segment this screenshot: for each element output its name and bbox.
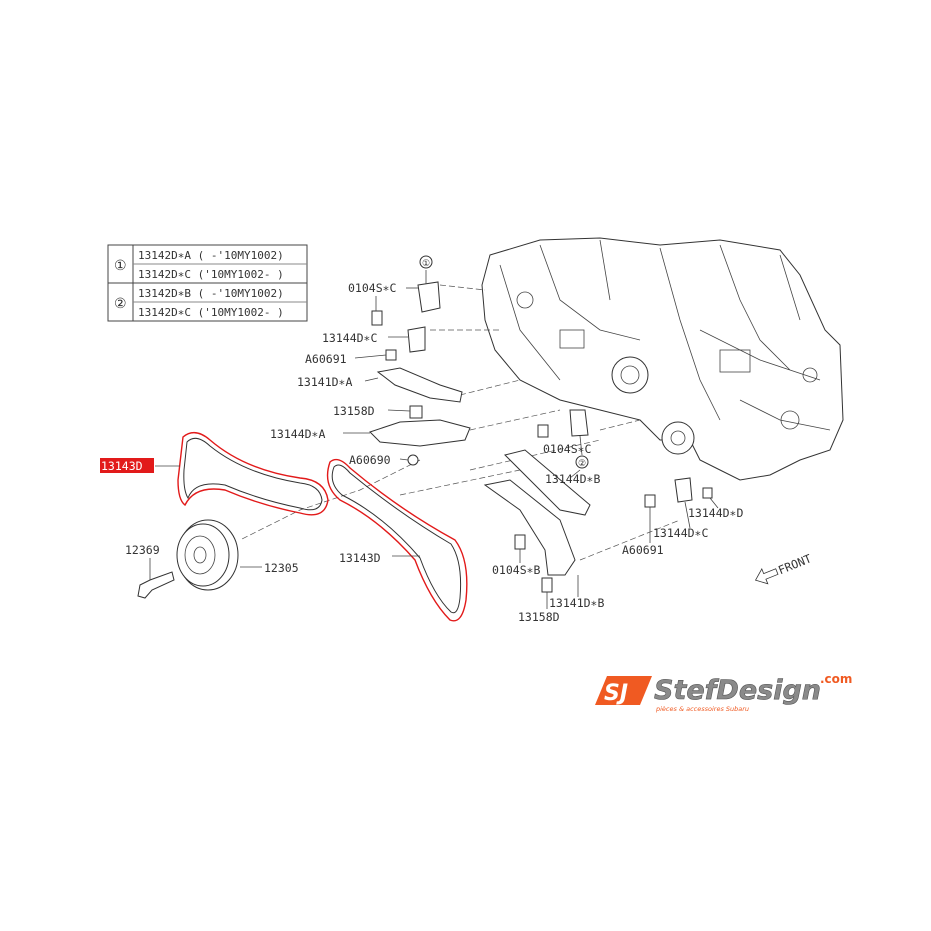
stefdesign-logo: SJ StefDesign .com pièces & accessoires … [595,672,852,713]
part-labels: 13143D 0104S∗C ① 13144D∗C A60691 13141D∗… [100,255,743,624]
svg-text:StefDesign: StefDesign [654,675,821,706]
svg-text:.com: .com [820,672,852,686]
label-13158d[interactable]: 13158D [333,404,375,418]
label-0104s-c-mid[interactable]: 0104S∗C [543,442,592,456]
chain-guide-a [369,419,471,447]
legend-item: 13142D∗C ('10MY1002- ) [138,306,284,319]
label-a60691[interactable]: A60691 [305,352,347,366]
label-13141d-a[interactable]: 13141D∗A [297,375,352,389]
label-13144d-c[interactable]: 13144D∗C [322,331,377,345]
legend-item: 13142D∗B ( -'10MY1002) [138,287,284,300]
bolt-icon [371,310,383,326]
label-0104s-c[interactable]: 0104S∗C [348,281,397,295]
legend-table: ① ② 13142D∗A ( -'10MY1002) 13142D∗C ('10… [107,244,308,322]
front-arrow: FRONT [754,551,813,585]
ref-1-marker: ① [422,259,430,269]
engine-block [481,237,844,481]
arrow-icon [754,568,779,585]
legend-item: 13142D∗A ( -'10MY1002) [138,249,284,262]
legend-item: 13142D∗C ('10MY1002- ) [138,268,284,281]
chain-guide-b [504,449,591,516]
tensioner-lever-a [376,367,463,403]
label-12305[interactable]: 12305 [264,561,299,575]
timing-chain-right [326,458,468,622]
svg-text:SJ: SJ [604,681,628,706]
svg-text:pièces & accessoires Subaru: pièces & accessoires Subaru [655,705,749,713]
legend-ref-1: ① [114,258,127,274]
label-13144d-d[interactable]: 13144D∗D [688,506,743,520]
highlight-box [100,458,154,473]
front-label: FRONT [776,551,813,577]
chain-guide-c-top [417,281,441,313]
label-13143d-highlight[interactable]: 13143D [101,459,143,473]
legend-ref-2: ② [114,296,127,312]
ref-2-marker: ② [578,459,586,469]
tensioner-lever-b [483,479,576,576]
crank-bolt [137,571,175,599]
label-a60690[interactable]: A60690 [349,453,391,467]
label-12369[interactable]: 12369 [125,543,160,557]
logo-badge [595,676,652,705]
small-parts [369,281,713,593]
label-13144d-a[interactable]: 13144D∗A [270,427,325,441]
label-13141d-b[interactable]: 13141D∗B [549,596,604,610]
label-13144d-b[interactable]: 13144D∗B [545,472,600,486]
label-13158d-bottom[interactable]: 13158D [518,610,560,624]
timing-chain-left [177,432,329,516]
label-0104s-b[interactable]: 0104S∗B [492,563,541,577]
label-a60691-right[interactable]: A60691 [622,543,664,557]
label-leaders [149,270,719,609]
crank-pulley [176,519,239,591]
leader-lines [239,284,681,561]
label-13143d[interactable]: 13143D [339,551,381,565]
label-13144d-c-right[interactable]: 13144D∗C [653,526,708,540]
